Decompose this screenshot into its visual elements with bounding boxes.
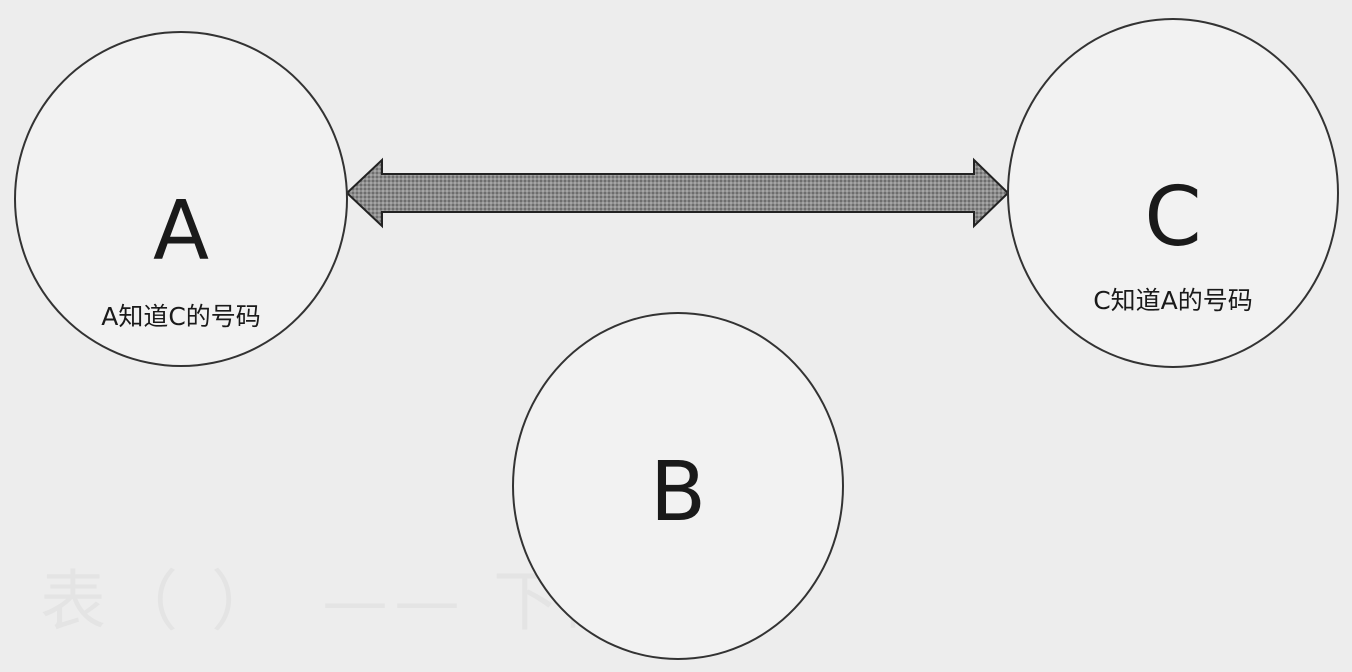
node-b: B [512,312,844,660]
node-a-caption: A知道C的号码 [101,302,261,331]
arrow-shape [345,157,1010,229]
node-c-caption: C知道A的号码 [1093,286,1253,315]
node-a: A A知道C的号码 [14,31,348,367]
node-c-label: C [1144,170,1202,265]
node-b-label: B [649,445,707,540]
node-a-label: A [152,184,210,279]
node-c: C C知道A的号码 [1007,18,1339,368]
